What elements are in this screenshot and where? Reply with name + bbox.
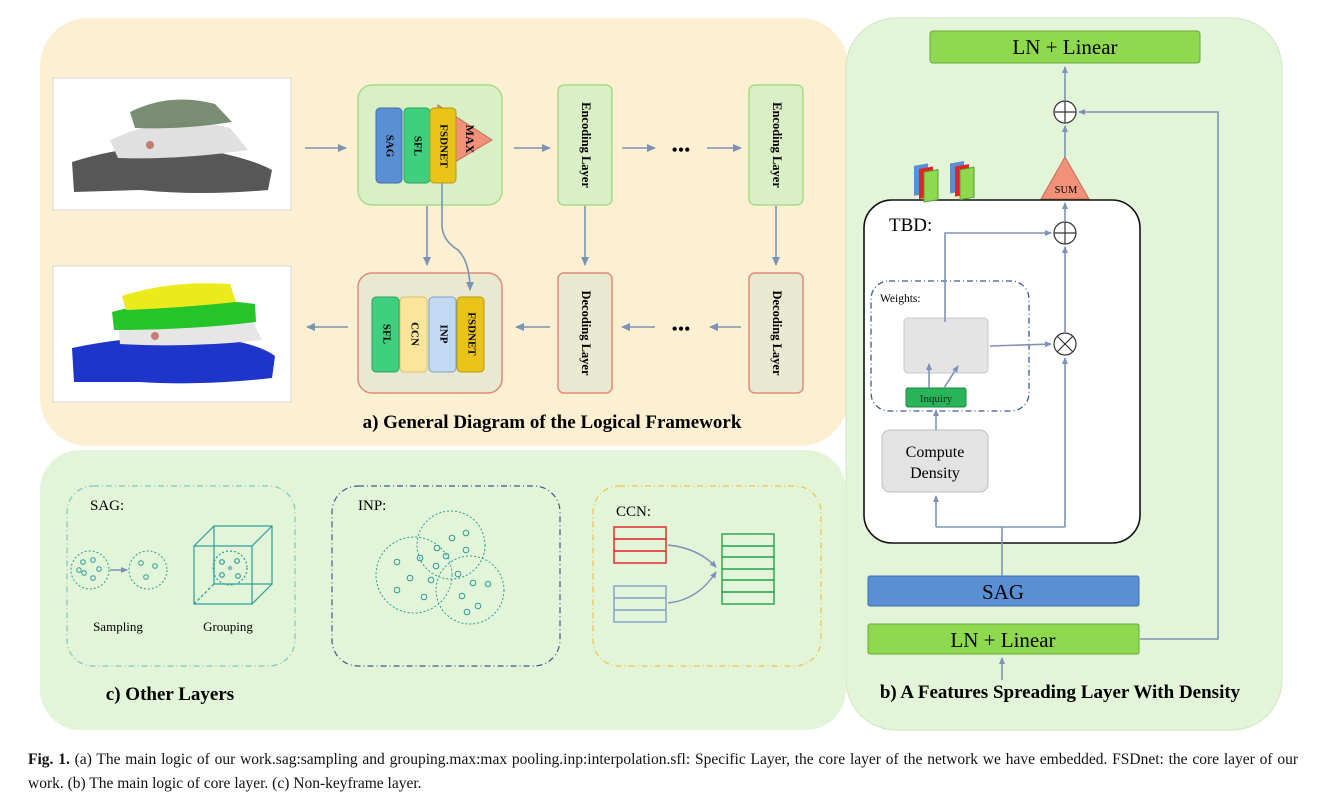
encoding-layer-1 <box>557 84 613 206</box>
top-ln-linear-label: LN + Linear <box>1012 35 1117 59</box>
sag-box <box>867 575 1140 607</box>
decoding-layer-2 <box>748 272 804 394</box>
encoding-layer-2 <box>748 84 804 206</box>
compute-density-line2: Density <box>910 465 960 482</box>
figure-canvas: MAX SAG SFL FSDNET Encoding Layer Encodi… <box>40 17 1283 731</box>
encoder-sag-block <box>375 107 403 184</box>
interpolation-circles-icon <box>375 510 505 625</box>
weights-container <box>870 280 1030 412</box>
inp-detail-label: INP: <box>358 498 386 514</box>
decoder-inp-block <box>428 296 457 373</box>
input-point-cloud-image <box>52 77 292 211</box>
encoding-layer-1-label: Encoding Layer <box>579 102 593 188</box>
decoder-ccn-block <box>399 296 428 373</box>
decoder-sfl-block <box>371 296 400 373</box>
sag-detail-box <box>66 485 296 667</box>
decoding-layer-2-label: Decoding Layer <box>770 290 784 376</box>
compute-density-line1: Compute <box>906 444 965 461</box>
encoder-sfl-label: SFL <box>411 136 423 156</box>
decoder-fsdnet-label: FSDNET <box>465 312 477 356</box>
sag-detail-label: SAG: <box>90 498 124 514</box>
decoder-ccn-label: CCN <box>408 322 420 346</box>
caption-fig-label: Fig. 1. <box>28 751 70 768</box>
sag-box-label: SAG <box>982 580 1024 604</box>
concatenation-icon <box>613 526 775 623</box>
bottom-ln-linear-label: LN + Linear <box>950 628 1055 652</box>
decoding-layer-1 <box>557 272 613 394</box>
panel-a-title: a) General Diagram of the Logical Framew… <box>363 412 742 433</box>
panel-b-title: b) A Features Spreading Layer With Densi… <box>880 682 1241 703</box>
grouping-cube-icon <box>193 525 273 605</box>
panel-b-arrows <box>926 66 1219 680</box>
encoder-sag-label: SAG <box>383 135 395 158</box>
figure-caption: Fig. 1. (a) The main logic of our work.s… <box>28 748 1298 796</box>
tbd-label: TBD: <box>889 215 932 236</box>
sum-triangle <box>1040 155 1090 200</box>
panel-a-arrows <box>305 144 780 331</box>
decoder-inp-label: INP <box>437 325 449 344</box>
encoder-fsdnet-block <box>429 107 457 184</box>
compute-density-box <box>881 429 989 493</box>
feature-map-icon-right <box>950 161 975 201</box>
inp-detail-box <box>331 485 561 667</box>
inquiry-label: Inquiry <box>920 393 953 405</box>
decoder-fsdnet-block <box>456 296 485 373</box>
sampling-icon <box>70 550 168 590</box>
caption-text: (a) The main logic of our work.sag:sampl… <box>28 751 1298 792</box>
sampling-label: Sampling <box>93 619 143 634</box>
decoder-ellipsis: ••• <box>672 319 691 339</box>
feature-map-icon-left <box>914 163 939 203</box>
decoder-sfl-label: SFL <box>380 324 392 344</box>
panel-c-background <box>40 450 846 730</box>
inquiry-box <box>905 387 967 408</box>
ccn-detail-label: CCN: <box>616 504 651 520</box>
ccn-detail-box <box>592 485 822 667</box>
max-label: MAX <box>463 125 477 154</box>
panel-c-title: c) Other Layers <box>106 684 234 705</box>
sum-label: SUM <box>1055 185 1078 196</box>
grouping-label: Grouping <box>203 619 253 634</box>
weights-label: Weights: <box>880 293 921 305</box>
weights-feature-box <box>903 317 989 374</box>
encoder-ellipsis: ••• <box>672 140 691 160</box>
output-segmented-point-cloud-image <box>52 265 292 403</box>
bottom-ln-linear-box <box>867 623 1140 655</box>
encoder-fsdnet-label: FSDNET <box>437 124 449 168</box>
encoding-layer-2-label: Encoding Layer <box>770 102 784 188</box>
top-ln-linear-box <box>929 30 1201 64</box>
decoding-layer-1-label: Decoding Layer <box>579 290 593 376</box>
